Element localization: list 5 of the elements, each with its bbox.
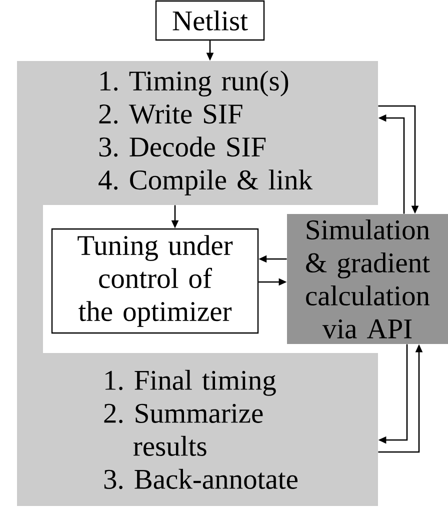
netlist-box: Netlist — [155, 0, 265, 41]
simulation-box: Simulation & gradient calculation via API — [287, 214, 448, 344]
step-list-panel: 1. Timing run(s) 2. Write SIF 3. Decode SIF 4. Compile & link — [17, 61, 378, 205]
tuning-box: Tuning under control of the optimizer — [51, 228, 259, 334]
step-list-panel: 1. Final timing 2. Summarize results 3. Back-annotate — [17, 353, 378, 506]
